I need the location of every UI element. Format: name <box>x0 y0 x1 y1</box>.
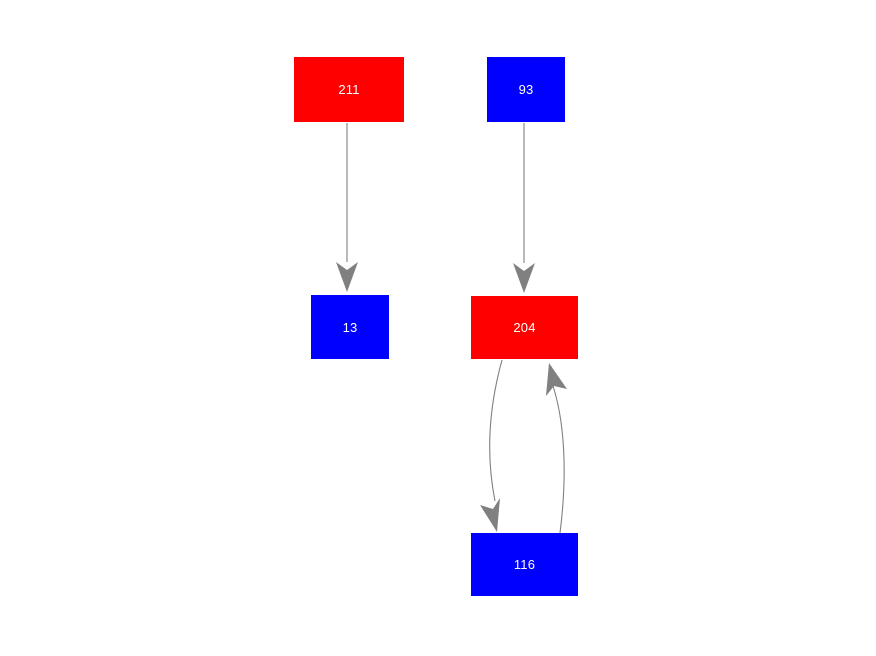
node-label: 116 <box>513 557 536 572</box>
arrowhead-icon <box>480 498 500 532</box>
edge-line <box>489 359 503 502</box>
node-13[interactable]: 13 <box>311 295 389 359</box>
node-label: 13 <box>342 319 358 335</box>
node-204[interactable]: 204 <box>471 296 578 359</box>
edge-211-to-13 <box>336 123 358 292</box>
node-116[interactable]: 116 <box>471 533 578 596</box>
node-211[interactable]: 211 <box>294 57 404 122</box>
arrowhead-icon <box>513 263 535 293</box>
arrowhead-icon <box>546 363 567 396</box>
edge-204-to-116 <box>480 359 503 532</box>
edge-line <box>551 382 565 534</box>
node-label: 93 <box>518 82 534 97</box>
node-label: 211 <box>338 82 360 97</box>
node-label: 204 <box>513 320 536 335</box>
edge-116-to-204 <box>546 363 567 534</box>
edge-93-to-204 <box>513 123 535 293</box>
node-93[interactable]: 93 <box>487 57 565 122</box>
arrowhead-icon <box>336 262 358 292</box>
